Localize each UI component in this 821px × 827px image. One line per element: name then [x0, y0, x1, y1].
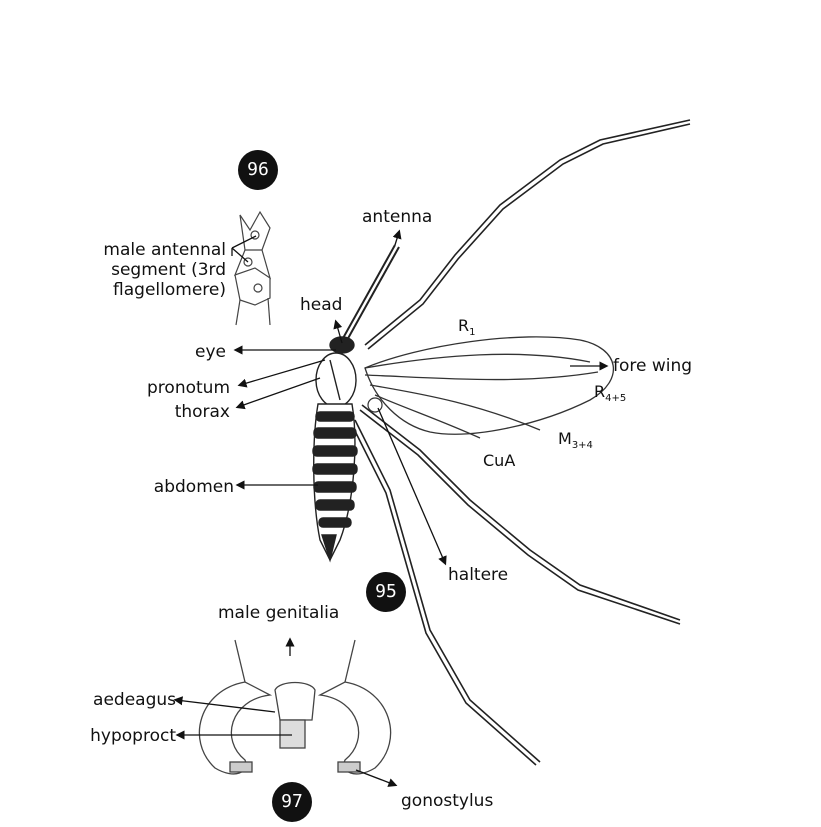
male-antennal-segment-label: male antennal segment (3rd flagellomere) — [70, 240, 226, 300]
figure-95-badge: 95 — [366, 572, 406, 612]
figure-96-badge: 96 — [238, 150, 278, 190]
antennal-segment-drawing — [235, 212, 270, 325]
vein-r45-label: R4+5 — [594, 383, 626, 408]
vein-cua-label: CuA — [483, 452, 515, 470]
haltere-drawing — [368, 398, 382, 412]
gonostylus-leader — [356, 770, 395, 785]
thorax-label: thorax — [120, 402, 230, 422]
antenna-label: antenna — [362, 207, 432, 227]
fore-wing-drawing — [365, 337, 613, 438]
figure-97-badge: 97 — [272, 782, 312, 822]
genitalia-drawing — [199, 640, 390, 774]
aedeagus-label: aedeagus — [60, 690, 176, 710]
hypoproct-label: hypoproct — [60, 726, 176, 746]
antenna-drawing — [342, 245, 399, 342]
vein-r1-label: R1 — [458, 317, 476, 342]
abdomen-label: abdomen — [110, 477, 234, 497]
gonostylus-label: gonostylus — [401, 791, 493, 811]
body-drawing — [313, 337, 357, 560]
aedeagus-leader — [176, 700, 275, 712]
antenna-leader — [395, 232, 399, 245]
head-label: head — [300, 295, 342, 315]
eye-label: eye — [160, 342, 226, 362]
fore-wing-label: fore wing — [613, 356, 692, 376]
haltere-label: haltere — [448, 565, 508, 585]
male-genitalia-label: male genitalia — [218, 603, 339, 623]
vein-m34-label: M3+4 — [558, 430, 593, 455]
pronotum-label: pronotum — [120, 378, 230, 398]
